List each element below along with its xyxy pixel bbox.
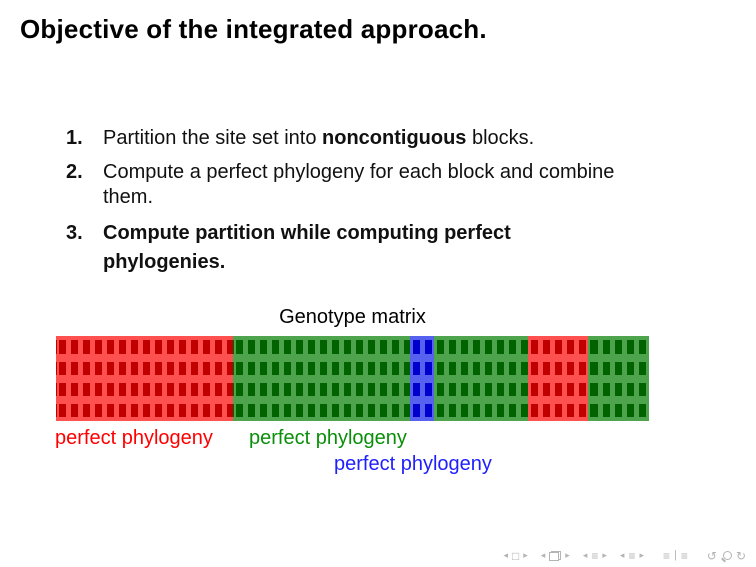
slide-title: Objective of the integrated approach. <box>20 14 487 44</box>
list-item-2-number: 2. <box>66 161 83 183</box>
next-section-icon[interactable]: ▸ <box>639 550 644 560</box>
presentation-icon[interactable]: ≡ <box>662 549 670 563</box>
next-subsection-icon[interactable]: ▸ <box>602 550 607 560</box>
prev-subsection-icon[interactable]: ◂ <box>582 550 588 560</box>
matrix-block-green <box>233 336 410 421</box>
list-item-3-line1: Compute partition while computing perfec… <box>103 222 511 244</box>
genotype-matrix-caption: Genotype matrix <box>279 306 426 328</box>
list-item-2: 2. Compute a perfect phylogeny for each … <box>66 160 614 210</box>
list-item-1-seg1: Partition the site set into <box>103 127 323 149</box>
perfect-phylogeny-label-red: perfect phylogeny <box>55 427 213 449</box>
list-item-1-seg2-bold: noncontiguous <box>322 127 467 149</box>
prev-frame-icon[interactable]: ◂ <box>540 550 546 560</box>
matrix-block-green <box>434 336 528 421</box>
next-slide-icon[interactable]: ▸ <box>523 550 528 560</box>
list-item-1-seg3: blocks. <box>466 127 535 149</box>
appendix-icon[interactable]: ≡ <box>680 549 688 563</box>
perfect-phylogeny-label-blue: perfect phylogeny <box>334 453 492 475</box>
matrix-block-green <box>588 336 649 421</box>
numbered-list: 1. Partition the site set into noncontig… <box>66 126 614 286</box>
back-icon[interactable]: ↺ <box>706 549 717 563</box>
list-item-3-number: 3. <box>66 222 83 244</box>
appendix-separator[interactable]: | <box>674 549 677 561</box>
perfect-phylogeny-label-green: perfect phylogeny <box>249 427 407 449</box>
matrix-block-red <box>56 336 233 421</box>
matrix-block-blue <box>410 336 434 421</box>
next-frame-icon[interactable]: ▸ <box>565 550 570 560</box>
list-item-1: 1. Partition the site set into noncontig… <box>66 126 614 151</box>
prev-slide-icon[interactable]: ◂ <box>503 550 508 560</box>
frame-icon[interactable]: □ <box>511 549 520 563</box>
list-item-2-text: Compute a perfect phylogeny for each blo… <box>103 160 614 210</box>
list-item-3: 3. Compute partition while computing per… <box>66 219 614 277</box>
beamer-navigation-bar: ◂□▸◂▸◂≡▸◂≡▸≡|≡↺↻ <box>503 549 746 563</box>
genotype-matrix <box>56 336 649 421</box>
list-item-1-number: 1. <box>66 127 83 149</box>
prev-section-icon[interactable]: ◂ <box>619 550 625 560</box>
list-item-2-line2: them. <box>103 186 154 208</box>
subsection-list-icon[interactable]: ≡ <box>591 549 599 563</box>
frames-icon[interactable] <box>549 551 562 561</box>
list-item-1-text: Partition the site set into noncontiguou… <box>103 126 534 151</box>
list-item-3-line2: phylogenies. <box>103 251 226 273</box>
list-item-3-text: Compute partition while computing perfec… <box>103 219 511 277</box>
magnifier-icon[interactable] <box>721 550 732 562</box>
section-list-icon[interactable]: ≡ <box>628 549 636 563</box>
matrix-block-red <box>528 336 588 421</box>
list-item-2-line1: Compute a perfect phylogeny for each blo… <box>103 161 615 183</box>
forward-icon[interactable]: ↻ <box>735 549 746 563</box>
